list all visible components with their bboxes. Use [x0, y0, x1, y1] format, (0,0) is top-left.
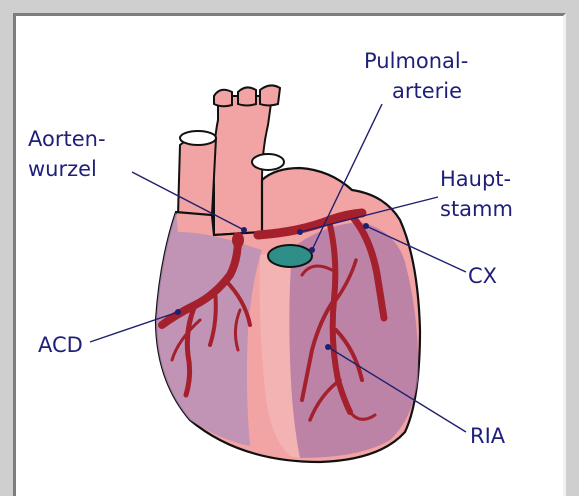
label-pulmonal-line1: Pulmonal- — [364, 49, 468, 73]
leader-dot-hauptstamm — [297, 229, 303, 235]
label-pulmonal-line2: arterie — [392, 79, 462, 103]
leader-dot-ria — [325, 344, 331, 350]
leader-dot-acd — [175, 309, 181, 315]
pulmonary-valve — [268, 245, 312, 267]
heart-shadow-left — [156, 212, 262, 446]
label-aorten-line2: wurzel — [28, 157, 97, 181]
label-acd: ACD — [38, 333, 83, 357]
aortic-root-ostium — [232, 232, 244, 248]
label-ria: RIA — [470, 424, 506, 448]
label-aorten-line1: Aorten- — [28, 127, 106, 151]
label-cx: CX — [468, 264, 497, 288]
leader-dot-cx — [363, 223, 369, 229]
leader-dot-aortenwurzel — [241, 227, 247, 233]
label-haupt-line1: Haupt- — [440, 167, 511, 191]
leader-dot-pulmonalarterie — [309, 247, 315, 253]
label-haupt-line2: stamm — [440, 197, 513, 221]
